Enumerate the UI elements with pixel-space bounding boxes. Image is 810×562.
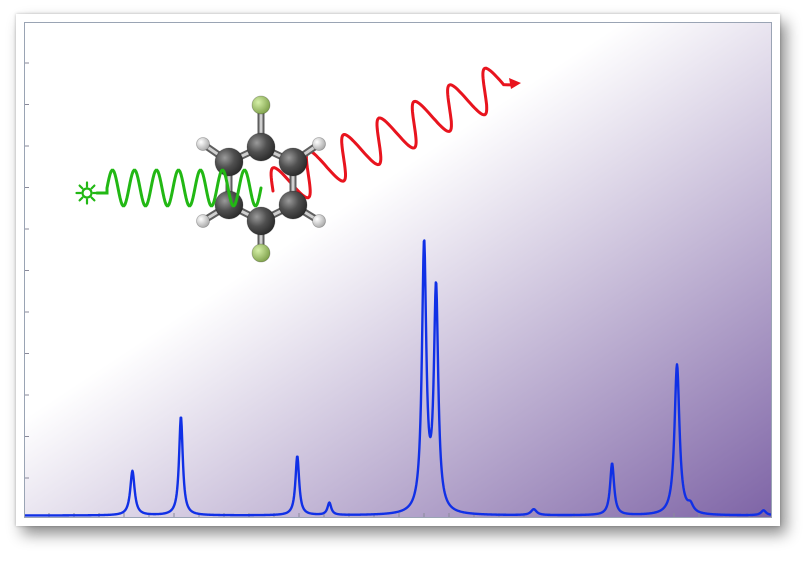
- excitation-light-wave: [95, 168, 263, 208]
- spectrum-series-line: [25, 239, 771, 517]
- chart-background: [25, 23, 771, 517]
- spectrum-chart: [25, 23, 771, 517]
- sun-burst-icon: [75, 181, 99, 205]
- plot-area: [24, 22, 772, 518]
- scattered-light-arrowhead: [509, 78, 521, 89]
- difluorobenzene-molecule-icon: [196, 95, 326, 263]
- figure-card: [16, 14, 780, 526]
- y-axis-ticks: [25, 62, 29, 479]
